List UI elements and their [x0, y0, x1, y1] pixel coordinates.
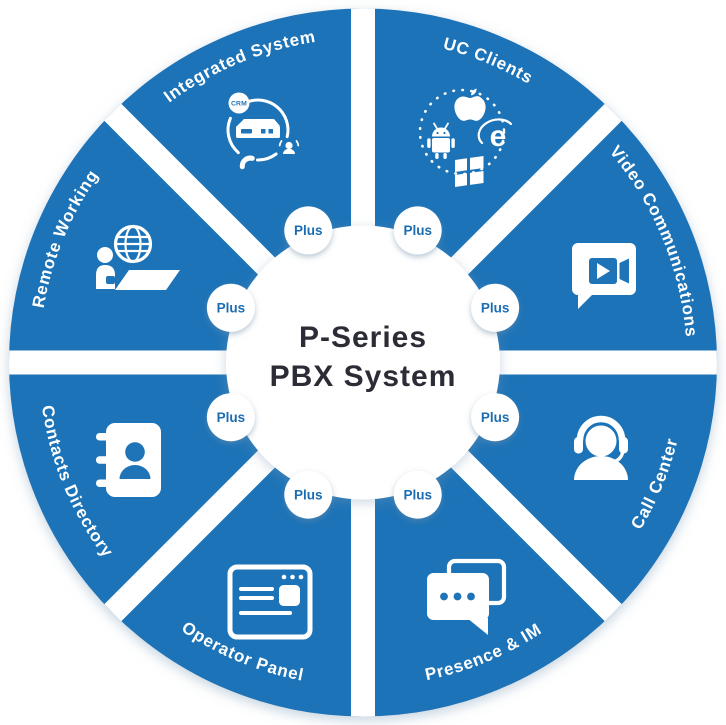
- center-circle: [226, 225, 500, 500]
- svg-text:Plus: Plus: [217, 301, 246, 316]
- video-camera-bubble-icon: [572, 243, 636, 309]
- plus-badge: Plus: [471, 283, 520, 332]
- plus-badge: Plus: [206, 283, 255, 332]
- ie-icon: e: [477, 118, 513, 153]
- android-icon: [427, 122, 455, 159]
- svg-text:Plus: Plus: [403, 487, 432, 502]
- svg-text:Plus: Plus: [294, 223, 323, 238]
- svg-text:Plus: Plus: [403, 223, 432, 238]
- phone-handset-icon: [239, 155, 255, 170]
- svg-text:Plus: Plus: [481, 301, 510, 316]
- plus-badges: Plus Plus Plus Plus Plus Plus Plus Plus: [206, 206, 520, 519]
- center-hub: P-Series PBX System: [226, 225, 500, 500]
- center-title-line1: P-Series: [299, 321, 427, 354]
- apple-icon: [454, 88, 486, 121]
- address-book-icon: [96, 423, 161, 497]
- plus-badge: Plus: [284, 470, 333, 519]
- crm-integration-icon: CRM: [226, 92, 300, 170]
- center-title-line2: PBX System: [270, 360, 457, 393]
- svg-text:Plus: Plus: [217, 410, 246, 425]
- chat-bubbles-icon: [427, 558, 507, 635]
- remote-worker-icon: [96, 224, 180, 290]
- platform-logos-icon: e: [418, 88, 513, 187]
- windows-icon: [455, 155, 484, 187]
- plus-badge: Plus: [206, 393, 255, 442]
- users-icon: [278, 140, 300, 154]
- plus-badge: Plus: [284, 206, 333, 255]
- browser-window-icon: [227, 564, 313, 640]
- crm-badge-label: CRM: [231, 101, 247, 108]
- svg-text:Plus: Plus: [294, 487, 323, 502]
- plus-badge: Plus: [393, 470, 442, 519]
- plus-badge: Plus: [393, 206, 442, 255]
- svg-text:e: e: [490, 120, 507, 153]
- svg-text:Plus: Plus: [481, 410, 510, 425]
- plus-badge: Plus: [471, 393, 520, 442]
- globe-icon: [113, 224, 153, 264]
- headset-agent-icon: [574, 415, 628, 480]
